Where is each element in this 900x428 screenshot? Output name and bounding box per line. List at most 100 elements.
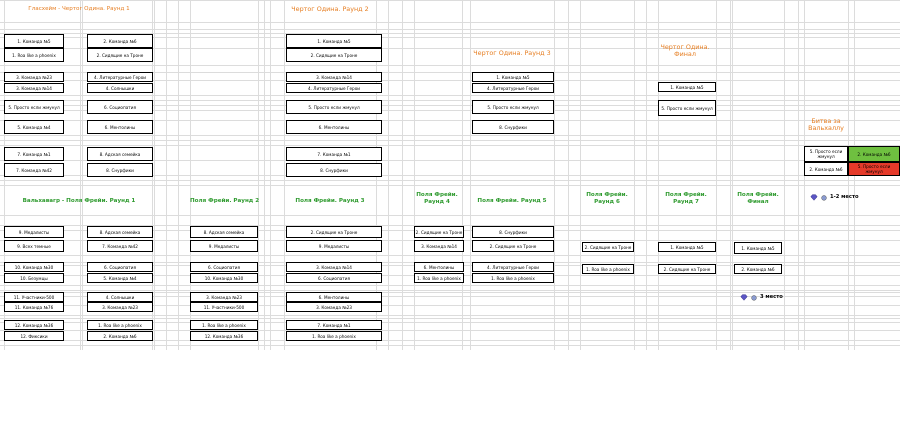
team-cell[interactable]: 8. Адская семейка — [190, 226, 258, 238]
team-cell[interactable]: 4. Литературные Герои — [472, 262, 554, 272]
team-cell[interactable]: 12. Команда №36 — [4, 320, 64, 330]
team-cell[interactable]: 1. Команда №5 — [472, 72, 554, 82]
team-cell[interactable]: 5. Команда №4 — [4, 120, 64, 134]
battle-team-b[interactable]: 2. Команда №6 — [804, 162, 848, 176]
team-cell[interactable]: 8. Снурфики — [286, 163, 382, 177]
team-cell[interactable]: 6. Ментолины — [286, 292, 382, 302]
team-cell[interactable]: 6. Ментолины — [414, 262, 464, 272]
team-cell[interactable]: 1. Roа like a phoenix — [472, 273, 554, 283]
team-cell[interactable]: 1. Команда №5 — [286, 34, 382, 48]
team-cell[interactable]: 1. Roа like a phoenix — [414, 273, 464, 283]
team-cell[interactable]: 12. Фиксики — [4, 331, 64, 341]
diamond-icon — [810, 194, 818, 201]
header-battle: Битва за Вальхаллу — [808, 117, 844, 132]
loser-cell[interactable]: 5. Просто если жмунул — [848, 162, 900, 176]
team-cell[interactable]: 3. Команда №23 — [87, 302, 153, 312]
team-cell[interactable]: 9. Медалисты — [190, 240, 258, 252]
team-cell[interactable]: 6. Социопатия — [87, 100, 153, 114]
header-top-final: Чертог Одина. Финал — [660, 43, 710, 58]
team-cell[interactable]: 8. Снурфики — [87, 163, 153, 177]
team-cell[interactable]: 3. Команда №23 — [4, 72, 64, 82]
header-top-r2: Чертог Одина. Раунд 2 — [291, 5, 369, 13]
team-cell[interactable]: 2. Сидящие на Троне — [472, 240, 554, 252]
third-place-label: 3 место — [740, 294, 783, 301]
team-cell[interactable]: 1. Команда №5 — [4, 34, 64, 48]
team-cell[interactable]: 1. Roа like a phoenix — [4, 48, 64, 62]
team-cell[interactable]: 2. Сидящие на Троне — [658, 264, 716, 274]
team-cell[interactable]: 1. Roа like a phoenix — [286, 331, 382, 341]
team-cell[interactable]: 9. Всех темные — [4, 240, 64, 252]
third-place-text: 3 место — [760, 294, 783, 300]
team-cell[interactable]: 4. Литературные Герои — [472, 83, 554, 93]
team-cell[interactable]: 4. Литературные Герои — [87, 72, 153, 82]
first-place-label: 1-2 место — [810, 194, 859, 201]
team-cell[interactable]: 5. Просто если жмунул — [4, 100, 64, 114]
team-cell[interactable]: 2. Команда №6 — [87, 34, 153, 48]
header-bottom-r7: Поля Фрейи. Раунд 7 — [665, 192, 707, 205]
team-cell[interactable]: 3. Команда №14 — [4, 83, 64, 93]
team-cell[interactable]: 3. Команда №14 — [286, 262, 382, 272]
team-cell[interactable]: 6. Ментолины — [87, 120, 153, 134]
team-cell[interactable]: 3. Команда №14 — [286, 72, 382, 82]
team-cell[interactable]: 7. Команда №42 — [4, 163, 64, 177]
team-cell[interactable]: 3. Команда №23 — [190, 292, 258, 302]
team-cell[interactable]: 2. Команда №6 — [87, 331, 153, 341]
team-cell[interactable]: 8. Снурфики — [472, 120, 554, 134]
header-top-r1: Гласхейм - Чертог Одина. Раунд 1 — [28, 6, 130, 12]
diamond-icon — [740, 294, 748, 301]
team-cell[interactable]: 1. Roа like a phoenix — [582, 264, 634, 274]
team-cell[interactable]: 5. Просто если жмунул — [286, 100, 382, 114]
team-cell[interactable]: 6. Социопатия — [190, 262, 258, 272]
team-cell[interactable]: 12. Команда №36 — [190, 331, 258, 341]
team-cell[interactable]: 11. Участники-500 — [4, 292, 64, 302]
team-cell[interactable]: 2. Сидящие на Троне — [414, 226, 464, 238]
spreadsheet-grid — [0, 0, 900, 351]
header-bottom-r1: Вальхавагр - Поля Фрейи. Раунд 1 — [22, 198, 136, 204]
team-cell[interactable]: 6. Социопатия — [286, 273, 382, 283]
team-cell[interactable]: 1. Roа like a phoenix — [190, 320, 258, 330]
team-cell[interactable]: 11. Участники-500 — [190, 302, 258, 312]
team-cell[interactable]: 10. Безумцы — [4, 273, 64, 283]
team-cell[interactable]: 8. Снурфики — [472, 226, 554, 238]
medal-icon — [821, 195, 827, 201]
team-cell[interactable]: 2. Сидящие на Троне — [582, 242, 634, 252]
team-cell[interactable]: 7. Команда №42 — [87, 240, 153, 252]
team-cell[interactable]: 1. Roа like a phoenix — [87, 320, 153, 330]
winner-cell[interactable]: 2. Команда №6 — [848, 146, 900, 162]
team-cell[interactable]: 2. Сидящие на Троне — [286, 226, 382, 238]
team-cell[interactable]: 9. Медалисты — [286, 240, 382, 252]
team-cell[interactable]: 8. Адская семейка — [87, 147, 153, 161]
team-cell[interactable]: 4. Солнышки — [87, 83, 153, 93]
team-cell[interactable]: 2. Команда №6 — [734, 264, 782, 274]
empty-sheet-area — [0, 350, 900, 428]
battle-team-a[interactable]: 5. Просто если жмунул — [804, 146, 848, 162]
team-cell[interactable]: 5. Просто если жмунул — [472, 100, 554, 114]
header-bottom-final: Поля Фрейи. Финал — [737, 192, 779, 205]
team-cell[interactable]: 7. Команда №1 — [4, 147, 64, 161]
team-cell[interactable]: 6. Ментолины — [286, 120, 382, 134]
header-bottom-r4: Поля Фрейи. Раунд 4 — [416, 192, 458, 205]
team-cell[interactable]: 2. Сидящие на Троне — [286, 48, 382, 62]
team-cell[interactable]: 8. Адская семейка — [87, 226, 153, 238]
team-cell[interactable]: 1. Команда №5 — [734, 242, 782, 254]
team-cell[interactable]: 11. Команда №76 — [4, 302, 64, 312]
team-cell[interactable]: 4. Литературные Герои — [286, 83, 382, 93]
first-place-text: 1-2 место — [830, 194, 859, 200]
team-cell[interactable]: 10. Команда №30 — [4, 262, 64, 272]
team-cell[interactable]: 1. Команда №5 — [658, 82, 716, 92]
team-cell[interactable]: 3. Команда №23 — [286, 302, 382, 312]
team-cell[interactable]: 6. Социопатия — [87, 262, 153, 272]
header-bottom-r6: Поля Фрейи. Раунд 6 — [586, 192, 628, 205]
team-cell[interactable]: 3. Команда №14 — [414, 240, 464, 252]
team-cell[interactable]: 1. Команда №5 — [658, 242, 716, 252]
team-cell[interactable]: 7. Команда №1 — [286, 147, 382, 161]
team-cell[interactable]: 7. Команда №1 — [286, 320, 382, 330]
team-cell[interactable]: 2. Сидящие на Троне — [87, 48, 153, 62]
header-bottom-r2: Поля Фрейи. Раунд 2 — [190, 198, 260, 204]
team-cell[interactable]: 10. Команда №30 — [190, 273, 258, 283]
medal-icon — [751, 295, 757, 301]
team-cell[interactable]: 5. Просто если жмунул — [658, 100, 716, 116]
team-cell[interactable]: 4. Солнышки — [87, 292, 153, 302]
team-cell[interactable]: 5. Команда №4 — [87, 273, 153, 283]
team-cell[interactable]: 9. Медалисты — [4, 226, 64, 238]
